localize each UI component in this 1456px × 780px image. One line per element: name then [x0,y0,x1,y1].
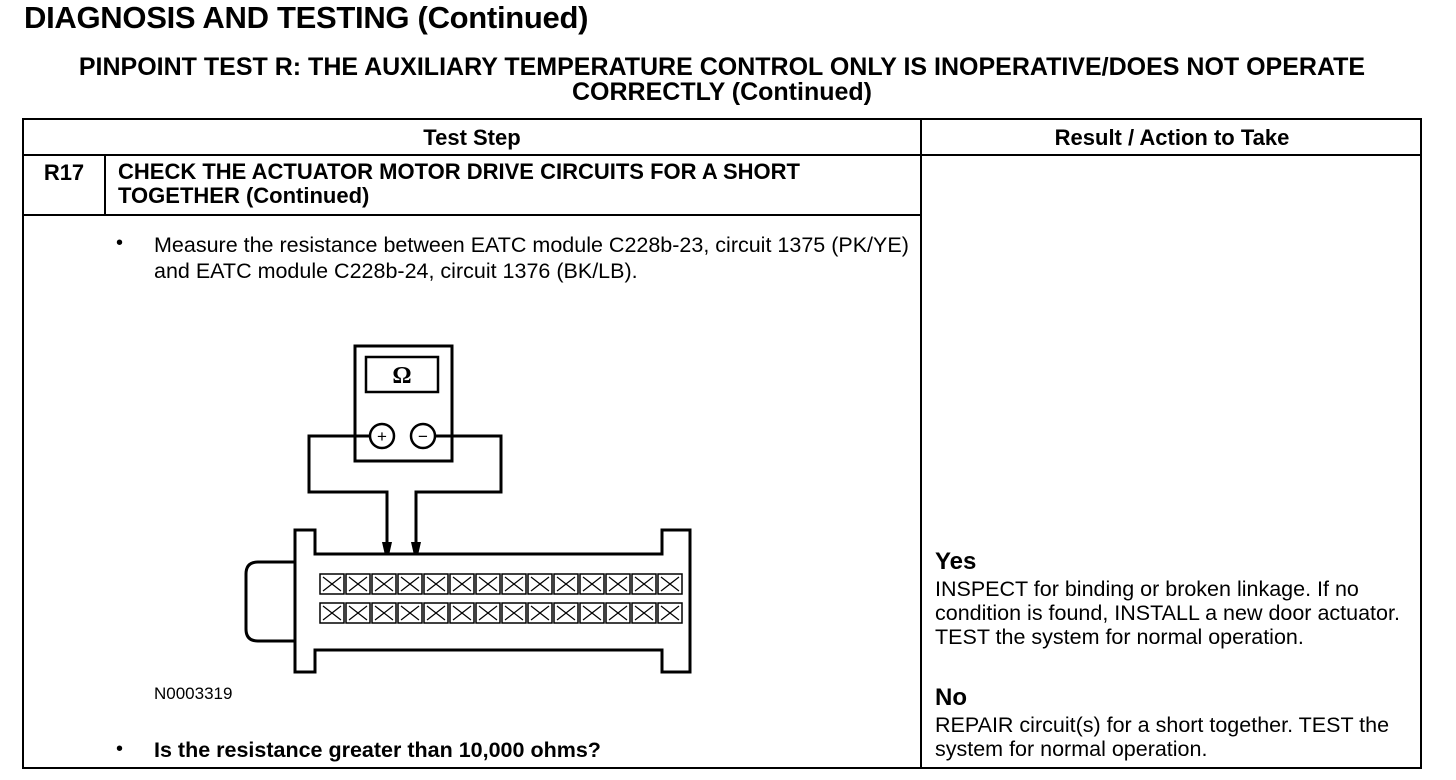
ohmmeter-connector-diagram: Ω + − [244,344,692,674]
pin-cavity-cross [348,605,368,621]
connector-body [293,528,692,674]
pin-cavity-cross [426,605,446,621]
header-result-action: Result / Action to Take [1054,125,1290,150]
figure-id: N0003319 [154,684,233,703]
pin-cavity-cross [374,605,394,621]
minus-symbol: − [418,427,428,446]
pin-cavity-cross [478,576,498,592]
pin-cavity-cross [504,605,524,621]
pin-cavity-cross [660,605,680,621]
bullet-marker: • [116,232,124,254]
pinpoint-test-title: PINPOINT TEST R: THE AUXILIARY TEMPERATU… [78,53,1366,106]
step-title-divider [22,214,922,216]
pin-cavity-cross [660,576,680,592]
pin-cavity-cross [322,605,342,621]
connector-pins [319,573,683,624]
ohmmeter-display [364,355,440,394]
pin-cavity-cross [452,576,472,592]
pin-cavity-cross [634,576,654,592]
pin-cavity-cross [608,576,628,592]
pin-cavity-cross [322,576,342,592]
pin-cavity-cross [582,605,602,621]
pin-cavity-cross [374,576,394,592]
step-question: Is the resistance greater than 10,000 oh… [154,738,601,762]
pin-cavity-cross [452,605,472,621]
page-title: DIAGNOSIS AND TESTING (Continued) [24,0,589,35]
result-yes-action: INSPECT for binding or broken linkage. I… [935,577,1400,649]
pin-cavity-cross [400,576,420,592]
pin-cavity-cross [478,605,498,621]
pin-cavity-cross [608,605,628,621]
pin-cavity-cross [582,576,602,592]
result-no-action: REPAIR circuit(s) for a short together. … [935,713,1390,761]
pin-cavity-cross [634,605,654,621]
pin-cavity-cross [348,576,368,592]
pin-cavity-cross [556,605,576,621]
pin-cavity-cross [504,576,524,592]
header-test-step: Test Step [423,125,521,150]
pin-cavity-cross [556,576,576,592]
step-id-divider [104,154,106,216]
result-yes-label: Yes [935,548,977,575]
result-no-label: No [935,684,967,711]
connector-latch [244,560,295,643]
step-instruction: Measure the resistance between EATC modu… [154,233,909,283]
positive-lead [307,434,389,542]
column-divider [920,118,922,769]
header-divider [22,154,1422,156]
test-table [22,118,1422,769]
step-id: R17 [43,160,85,185]
bullet-marker: • [116,738,124,760]
pin-cavity-cross [530,605,550,621]
plus-symbol: + [377,427,387,446]
negative-terminal [409,422,437,450]
positive-terminal [368,422,396,450]
step-title: CHECK THE ACTUATOR MOTOR DRIVE CIRCUITS … [118,159,800,208]
pin-cavity-cross [530,576,550,592]
negative-lead [414,434,503,542]
pin-cavity-cross [426,576,446,592]
pin-cavity-cross [400,605,420,621]
ohm-symbol: Ω [392,363,411,389]
